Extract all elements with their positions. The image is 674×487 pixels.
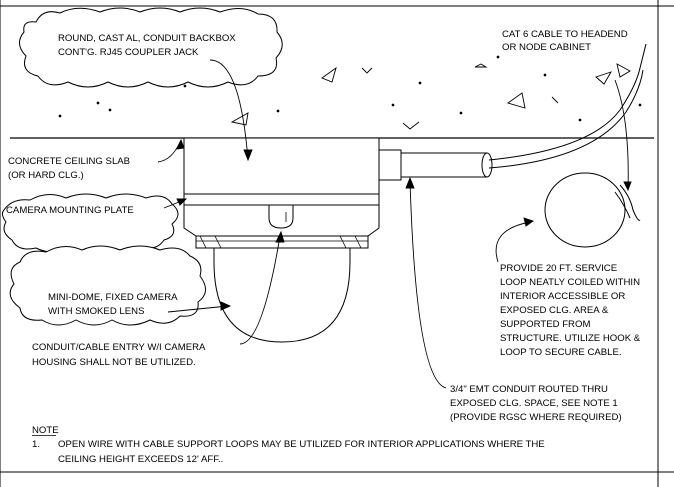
emt-conduit	[401, 152, 493, 178]
service-loop-label-line6: STRUCTURE. UTILIZE HOOK &	[500, 333, 641, 344]
service-loop-label-line2: LOOP NEATLY COILED WITHIN	[500, 277, 640, 288]
plate-label: CAMERA MOUNTING PLATE	[6, 205, 134, 216]
concrete-aggregate-marks	[58, 55, 642, 130]
service-loop-label-line4: EXPOSED CLG. AREA &	[500, 305, 609, 316]
label-clouds	[1, 7, 283, 326]
minidome-label-line2: WITH SMOKED LENS	[48, 306, 144, 317]
backbox-label-line2: CONT'G. RJ45 COUPLER JACK	[58, 47, 199, 58]
cat6-label-line2: OR NODE CABINET	[502, 42, 591, 53]
leader-lines	[157, 59, 632, 389]
note-number: 1.	[32, 439, 40, 450]
leader-service-loop	[495, 221, 531, 263]
leader-slab	[157, 141, 181, 163]
service-loop-label-line3: INTERIOR ACCESSIBLE OR	[500, 291, 625, 302]
cat6-label-line1: CAT 6 CABLE TO HEADEND	[502, 29, 628, 40]
leader-entry	[239, 235, 281, 345]
note-heading: NOTE	[32, 425, 59, 436]
camera-lens-bubble	[268, 204, 294, 229]
entry-label-line2: HOUSING SHALL NOT BE UTILIZED.	[32, 357, 196, 368]
labels: ROUND, CAST AL, CONDUIT BACKBOX CONT'G. …	[6, 29, 641, 423]
slab-label-line2: (OR HARD CLG.)	[8, 170, 84, 181]
leader-cat6	[614, 79, 629, 191]
minidome-label-line1: MINI-DOME, FIXED CAMERA	[48, 292, 178, 303]
emt-label-line2: EXPOSED CLG. SPACE, SEE NOTE 1	[450, 398, 618, 409]
slab-label-line1: CONCRETE CEILING SLAB	[8, 156, 130, 167]
service-loop-label-line1: PROVIDE 20 FT. SERVICE	[500, 263, 617, 274]
minidome-label-cloud	[9, 245, 206, 326]
service-loop-label-line5: SUPPORTED FROM	[500, 319, 590, 330]
leader-minidome	[167, 305, 229, 313]
camera-mounting-plate	[183, 193, 380, 206]
entry-label-line1: CONDUIT/CABLE ENTRY W/I CAMERA	[32, 342, 206, 353]
leader-backbox	[209, 59, 249, 161]
note-line1: OPEN WIRE WITH CABLE SUPPORT LOOPS MAY B…	[58, 439, 545, 450]
service-loop-label-line7: LOOP TO SECURE CABLE.	[500, 347, 622, 358]
plate-label-cloud	[1, 193, 179, 253]
backbox-label-line1: ROUND, CAST AL, CONDUIT BACKBOX	[58, 33, 236, 44]
camera-assembly	[183, 137, 402, 343]
conduit-backbox	[183, 137, 380, 195]
service-loop-coil	[544, 172, 626, 248]
backbox-label-cloud	[19, 7, 283, 88]
note-line2: CEILING HEIGHT EXCEEDS 12' AFF..	[58, 454, 223, 465]
cat6-cable	[488, 43, 647, 248]
camera-dome	[213, 247, 351, 343]
emt-label-line1: 3/4" EMT CONDUIT ROUTED THRU	[450, 384, 608, 395]
conduit-hub	[378, 149, 402, 181]
emt-label-line3: (PROVIDE RGSC WHERE REQUIRED)	[450, 412, 622, 423]
notes-block: NOTE 1. OPEN WIRE WITH CABLE SUPPORT LOO…	[32, 425, 545, 465]
leader-emt	[409, 179, 447, 389]
